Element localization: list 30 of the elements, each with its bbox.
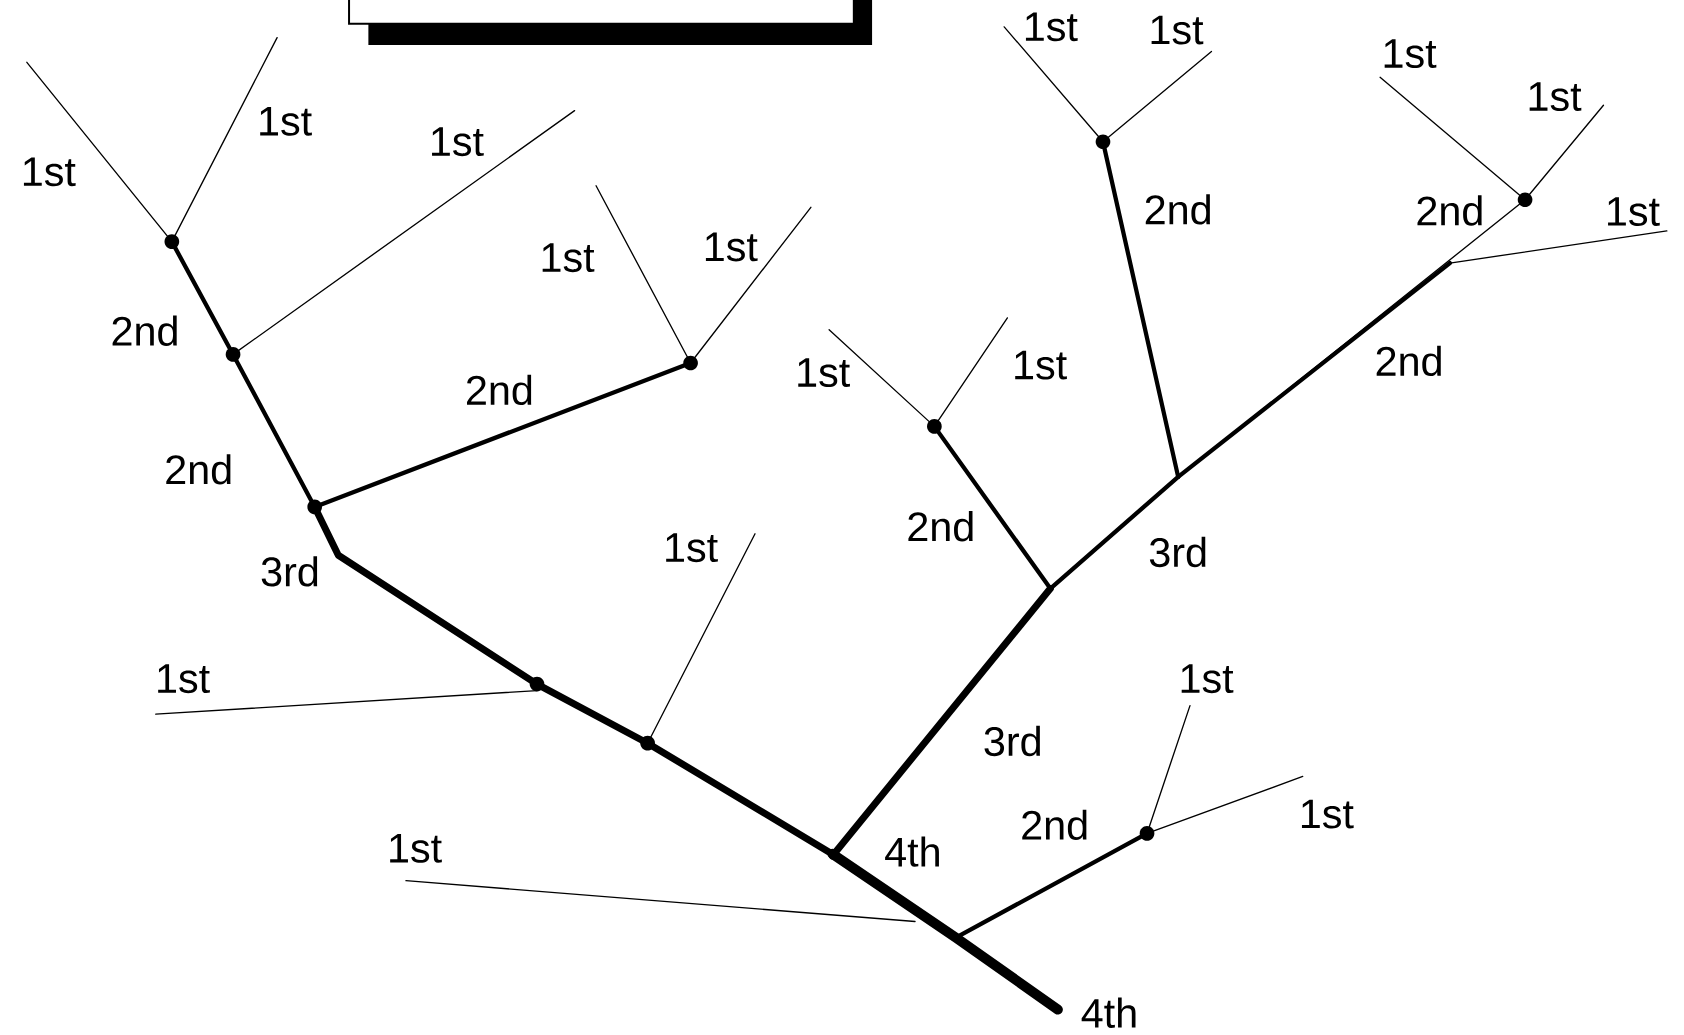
order-label: 1st bbox=[390, 833, 442, 863]
order-label: 1st bbox=[1301, 799, 1354, 829]
order-label: 1st bbox=[1151, 15, 1204, 45]
order-label: 3rd bbox=[984, 725, 1040, 757]
order-label: 3rd bbox=[1149, 536, 1206, 568]
order-label: 1st bbox=[432, 127, 484, 156]
order-label: 1st bbox=[23, 157, 76, 187]
order-label: 1st bbox=[158, 664, 210, 693]
order-label: 1st bbox=[1529, 82, 1582, 111]
order-label: 2nd bbox=[467, 374, 532, 405]
order-label: 2nd bbox=[1376, 345, 1441, 376]
order-label: 1st bbox=[542, 243, 595, 272]
order-label: 1st bbox=[1025, 12, 1078, 42]
order-label: 2nd bbox=[1022, 809, 1087, 840]
order-label: 1st bbox=[798, 358, 850, 387]
order-label: 1st bbox=[1181, 664, 1234, 693]
order-label: 3rd bbox=[261, 556, 318, 587]
order-label: 4th bbox=[1081, 997, 1136, 1028]
order-label: 2nd bbox=[908, 510, 973, 542]
order-label: 1st bbox=[1015, 350, 1067, 380]
order-label: 1st bbox=[260, 106, 312, 136]
order-label: 1st bbox=[1384, 39, 1437, 68]
order-label: 2nd bbox=[1417, 195, 1482, 226]
order-label: 1st bbox=[666, 533, 718, 562]
order-label: 1st bbox=[705, 232, 758, 262]
order-label: 2nd bbox=[166, 454, 231, 485]
order-label: 4th bbox=[885, 836, 939, 867]
order-label: 2nd bbox=[1145, 194, 1210, 225]
order-label: 1st bbox=[1608, 197, 1660, 226]
order-label: 2nd bbox=[112, 315, 177, 346]
